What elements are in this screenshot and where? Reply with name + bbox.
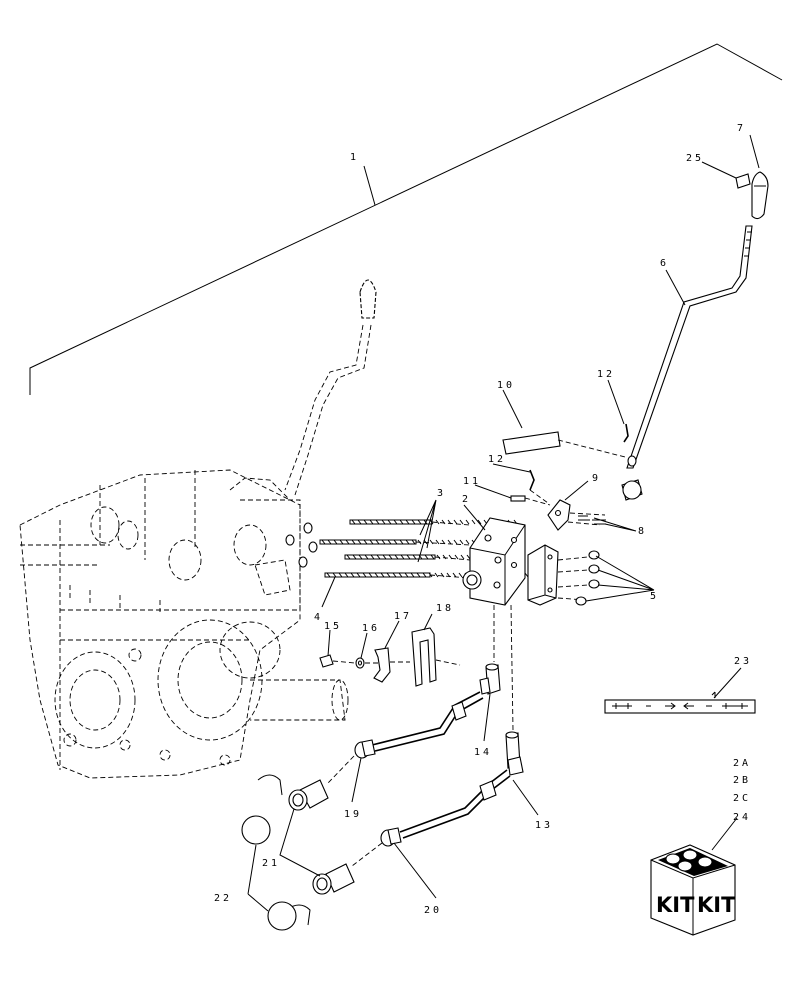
callout-12-upper: 12 <box>488 454 506 465</box>
pipe-item-19 <box>354 691 484 759</box>
link-item-10 <box>502 431 626 458</box>
callout-17: 17 <box>394 611 412 622</box>
tractor-housing-ghost <box>19 469 349 779</box>
elbow-fitting-item-14 <box>479 605 501 695</box>
callout-labels: 1 2 3 4 5 6 7 8 9 10 11 12 12 13 14 15 1… <box>214 123 752 916</box>
kit-label-right: KIT <box>697 893 736 917</box>
callout-21: 21 <box>262 858 280 869</box>
clip-item-12b <box>623 423 629 443</box>
callout-3: 3 <box>437 488 446 499</box>
callout-19: 19 <box>344 809 362 820</box>
fitting-item-13 <box>505 604 524 776</box>
callout-6: 6 <box>660 258 669 269</box>
assembly-bracket-1 <box>29 43 783 395</box>
fitting-item-15 <box>319 654 356 668</box>
callout-24: 24 <box>733 812 751 823</box>
couplers-item-21 <box>288 755 383 895</box>
callout-20: 20 <box>424 905 442 916</box>
callout-2c: 2C <box>733 793 751 804</box>
callout-13: 13 <box>535 820 553 831</box>
lever-item-6 <box>621 225 753 501</box>
control-valve-block <box>462 517 589 606</box>
washer-item-16 <box>355 657 380 669</box>
decal-item-23 <box>604 691 756 714</box>
callout-1: 1 <box>350 152 359 163</box>
cap-item-25 <box>735 173 751 189</box>
kit-label-left: KIT <box>656 893 695 917</box>
lever-ghost <box>284 279 377 496</box>
callout-14: 14 <box>474 747 492 758</box>
pipe-item-20 <box>380 769 511 847</box>
u-bracket-item-18 <box>411 627 461 687</box>
dust-caps-item-22 <box>241 774 311 931</box>
callout-22: 22 <box>214 893 232 904</box>
callout-10: 10 <box>497 380 515 391</box>
bracket-plate-item-9 <box>547 499 606 531</box>
callout-16: 16 <box>362 623 380 634</box>
callout-2b: 2B <box>733 775 751 786</box>
callout-5: 5 <box>650 591 659 602</box>
kit-box-item-24: KIT KIT <box>650 844 736 936</box>
callout-18: 18 <box>436 603 454 614</box>
callout-12-lever: 12 <box>597 369 615 380</box>
leader-lines <box>247 134 760 912</box>
callout-23: 23 <box>734 656 752 667</box>
callout-11: 11 <box>463 476 481 487</box>
callout-9: 9 <box>592 473 601 484</box>
callout-8: 8 <box>638 526 647 537</box>
clip-item-12a <box>529 469 549 504</box>
callout-25: 25 <box>686 153 704 164</box>
knob-item-7 <box>751 171 769 220</box>
callout-2: 2 <box>462 494 471 505</box>
pin-item-11 <box>510 495 551 506</box>
clamp-item-17 <box>373 647 410 683</box>
callout-2a: 2A <box>733 758 751 769</box>
callout-4: 4 <box>314 612 323 623</box>
callout-7: 7 <box>737 123 746 134</box>
callout-15: 15 <box>324 621 342 632</box>
nuts-item-5 <box>575 550 600 606</box>
